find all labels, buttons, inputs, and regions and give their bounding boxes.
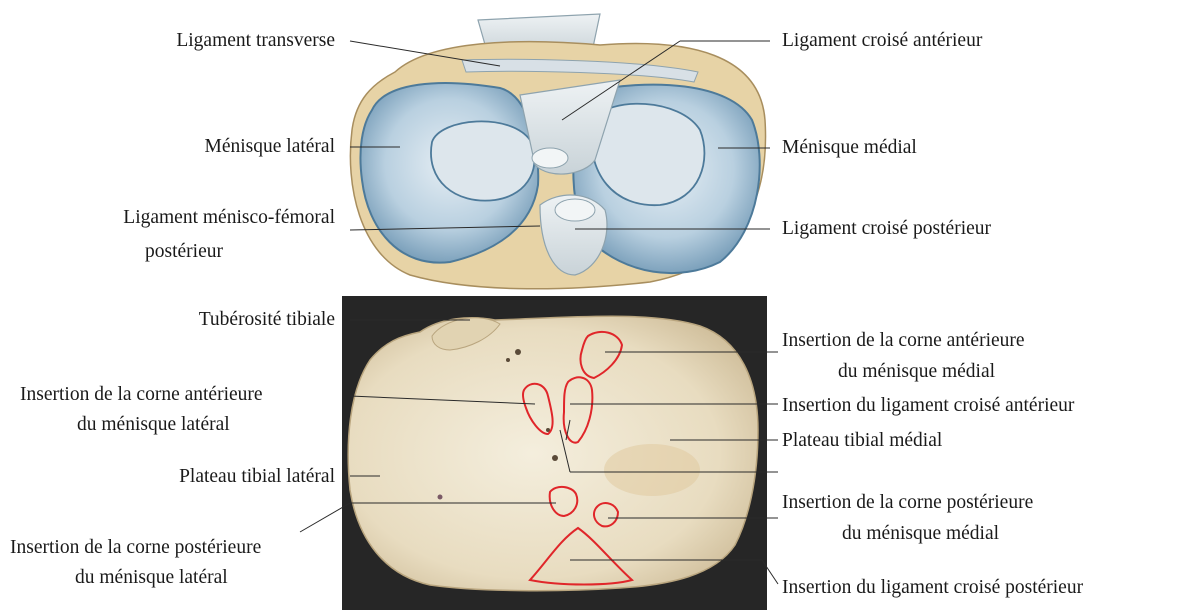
acl-stump xyxy=(532,148,568,168)
label-corne-post-lateral-line1: Insertion de la corne postérieure xyxy=(10,536,261,560)
label-tuberosite-tibiale: Tubérosité tibiale xyxy=(199,308,335,332)
label-corne-ant-lateral-line2: du ménisque latéral xyxy=(77,413,230,437)
label-lcp-insertion: Insertion du ligament croisé postérieur xyxy=(782,576,1083,600)
label-ligament-croise-anterieur: Ligament croisé antérieur xyxy=(782,29,982,53)
bone-pit xyxy=(552,455,558,461)
tibia-bone xyxy=(348,316,758,590)
top-illustration xyxy=(350,14,765,289)
medial-shadow xyxy=(604,444,700,496)
label-corne-post-medial-line2: du ménisque médial xyxy=(842,522,999,546)
pcl-stump xyxy=(555,199,595,221)
bone-pit xyxy=(438,495,443,500)
label-menisque-medial: Ménisque médial xyxy=(782,136,917,160)
label-plateau-medial: Plateau tibial médial xyxy=(782,429,942,453)
bottom-photo xyxy=(342,296,767,610)
label-menisco-femoral-line1: Ligament ménisco-fémoral xyxy=(123,206,335,230)
label-menisque-lateral: Ménisque latéral xyxy=(205,135,336,159)
label-corne-post-lateral-line2: du ménisque latéral xyxy=(75,566,228,590)
label-plateau-lateral: Plateau tibial latéral xyxy=(179,465,335,489)
label-ligament-croise-posterieur: Ligament croisé postérieur xyxy=(782,217,991,241)
label-lca-insertion: Insertion du ligament croisé antérieur xyxy=(782,394,1074,418)
label-corne-post-medial-line1: Insertion de la corne postérieure xyxy=(782,491,1033,515)
label-ligament-transverse: Ligament transverse xyxy=(176,29,335,53)
bone-pit xyxy=(506,358,510,362)
bone-pit xyxy=(515,349,521,355)
lateral-plateau-cartilage xyxy=(431,121,535,200)
label-corne-ant-medial-line1: Insertion de la corne antérieure xyxy=(782,329,1025,353)
label-menisco-femoral-line2: postérieur xyxy=(145,240,223,264)
label-corne-ant-medial-line2: du ménisque médial xyxy=(838,360,995,384)
label-corne-ant-lateral-line1: Insertion de la corne antérieure xyxy=(20,383,263,407)
